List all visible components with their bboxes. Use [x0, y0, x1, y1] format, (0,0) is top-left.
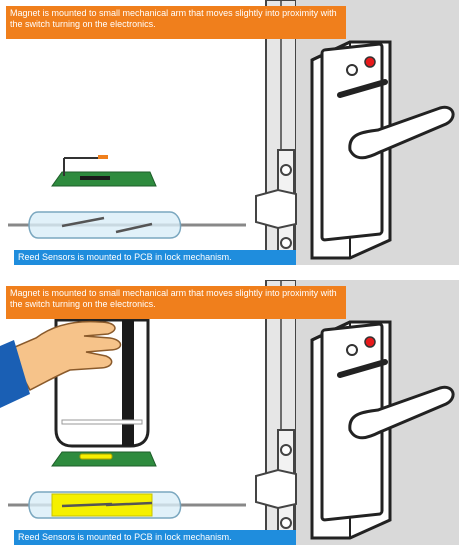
status-light-off — [347, 345, 357, 355]
lock-scene-closed — [0, 280, 459, 545]
status-light-off — [347, 65, 357, 75]
panel-divider — [0, 265, 459, 280]
pcb-board — [52, 452, 156, 466]
status-light-red — [365, 57, 375, 67]
status-light-red — [365, 337, 375, 347]
latch-bolt — [256, 190, 296, 228]
caption-magnet-arm: Magnet is mounted to small mechanical ar… — [6, 286, 346, 319]
caption-reed-sensor: Reed Sensors is mounted to PCB in lock m… — [14, 530, 296, 545]
diagram-panel-closed: Magnet is mounted to small mechanical ar… — [0, 280, 459, 545]
caption-magnet-arm: Magnet is mounted to small mechanical ar… — [6, 6, 346, 39]
diagram-panel-open: Magnet is mounted to small mechanical ar… — [0, 0, 459, 265]
lock-scene-open — [0, 0, 459, 265]
caption-reed-sensor: Reed Sensors is mounted to PCB in lock m… — [14, 250, 296, 265]
latch-bolt — [256, 470, 296, 508]
